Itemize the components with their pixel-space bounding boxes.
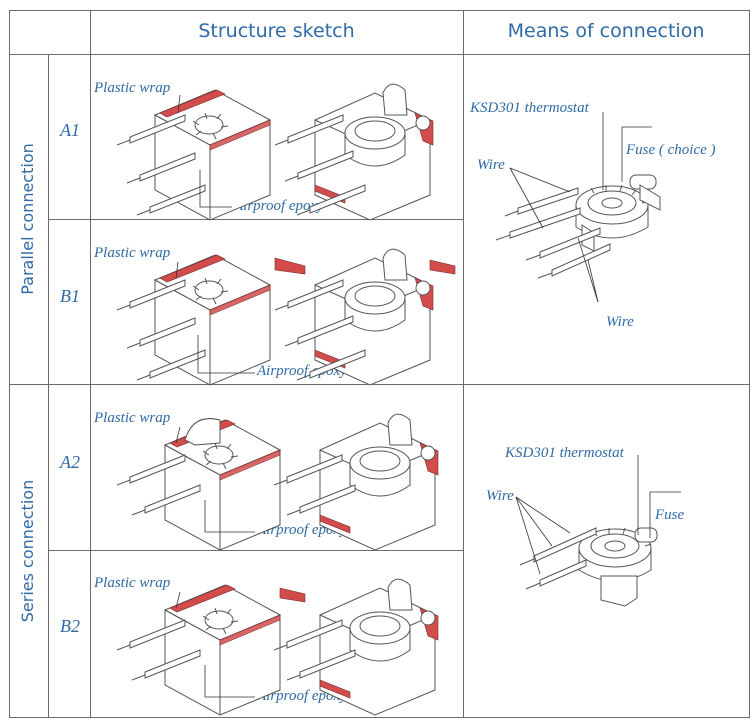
- label-ksd301-thermostat-series: KSD301 thermostat: [505, 445, 624, 461]
- label-plastic-wrap-a2: Plastic wrap: [94, 410, 171, 426]
- header-means-of-connection: Means of connection: [507, 20, 705, 42]
- label-wire-series: Wire: [486, 488, 514, 504]
- label-plastic-wrap-a1: Plastic wrap: [94, 80, 171, 96]
- label-plastic-wrap-b2: Plastic wrap: [94, 575, 171, 591]
- label-airproof-epoxy-a1: Airproof epoxy: [234, 198, 324, 214]
- label-ksd301-thermostat-parallel: KSD301 thermostat: [470, 100, 589, 116]
- row-id-a1: A1: [60, 120, 80, 140]
- row-id-b2: B2: [60, 616, 80, 636]
- header-structure-sketch: Structure sketch: [198, 20, 355, 42]
- label-fuse-choice: Fuse ( choice ): [626, 142, 716, 158]
- label-wire-parallel-top: Wire: [477, 157, 505, 173]
- row-id-b1: B1: [60, 286, 80, 306]
- label-wire-parallel-bottom: Wire: [606, 314, 634, 330]
- label-fuse-series: Fuse: [655, 507, 685, 523]
- label-plastic-wrap-b1: Plastic wrap: [94, 245, 171, 261]
- row-id-a2: A2: [60, 452, 80, 472]
